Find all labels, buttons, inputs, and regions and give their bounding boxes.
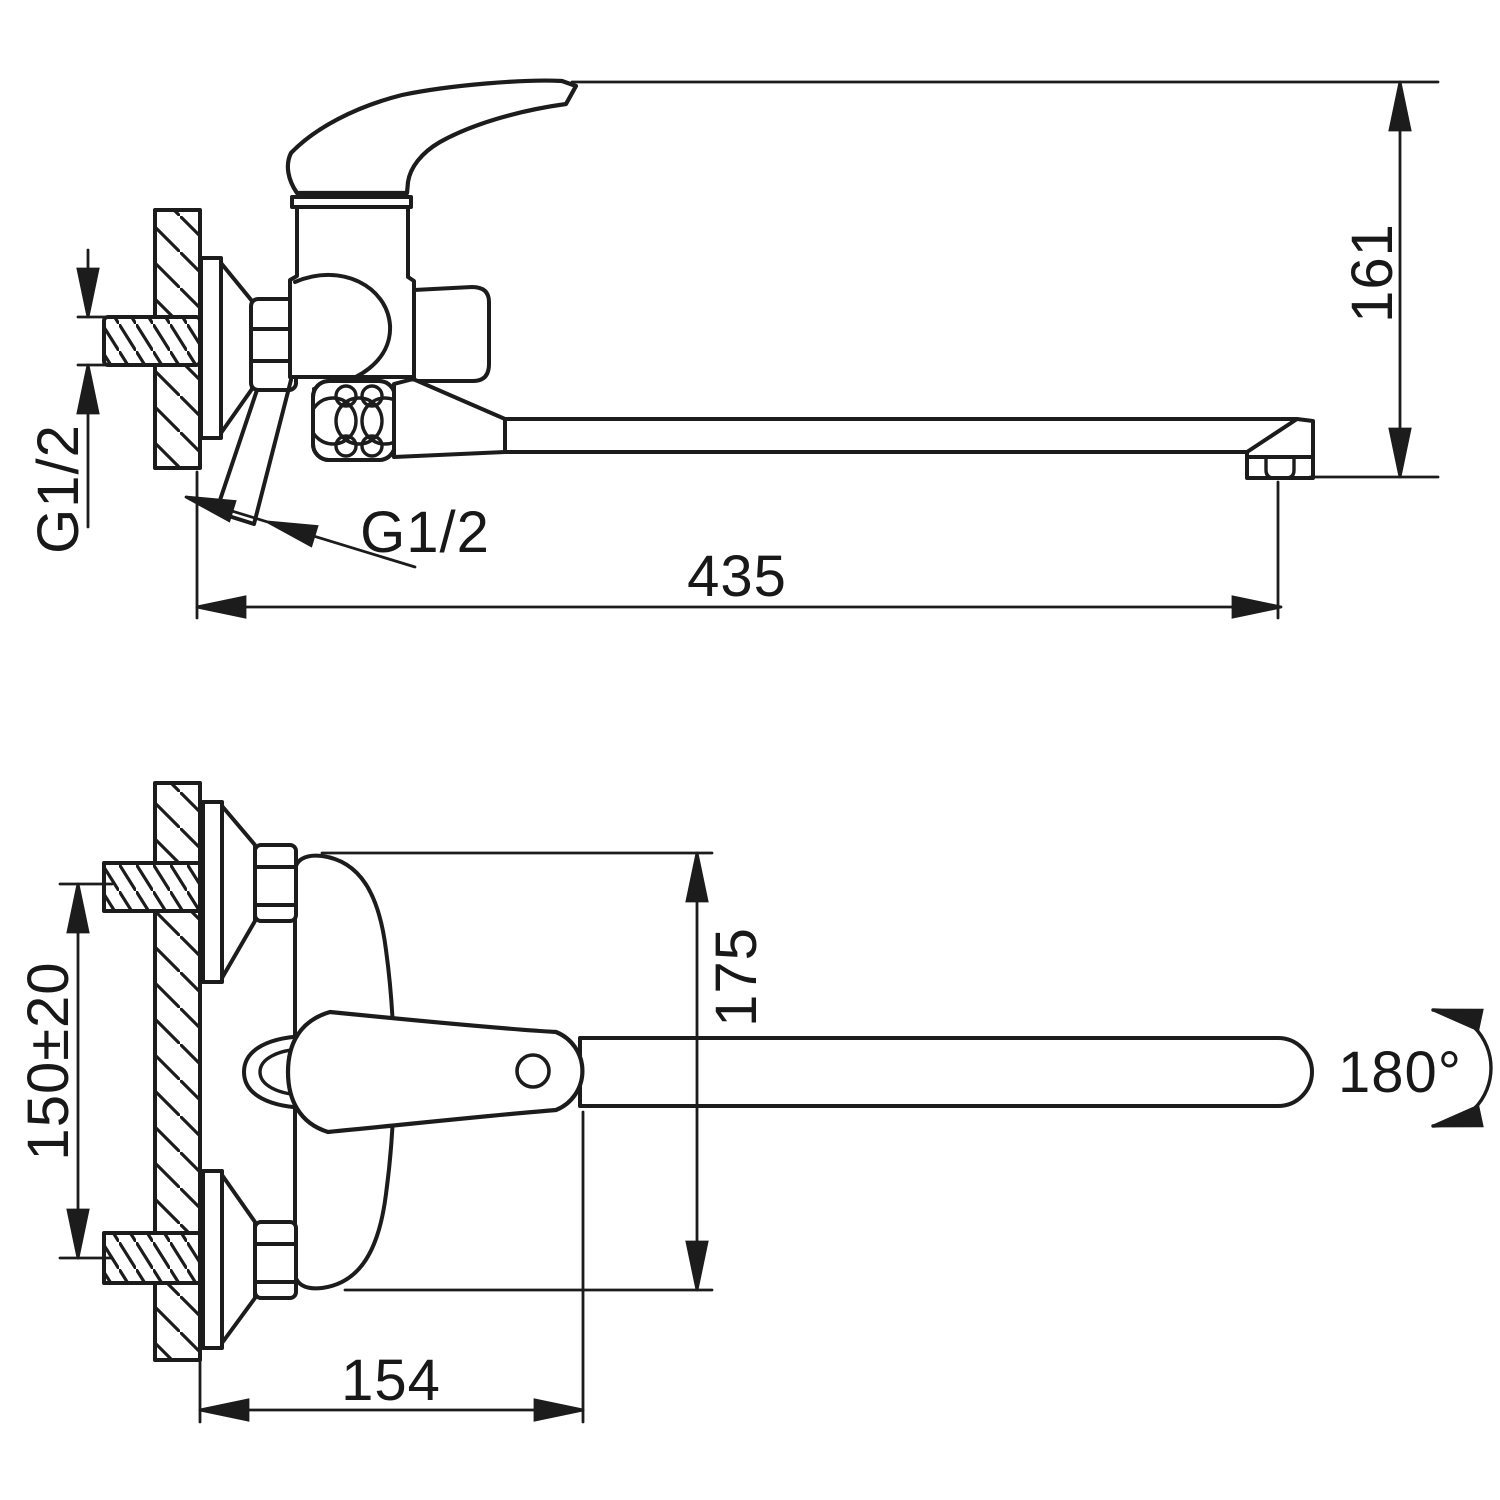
wall-to-handle-label: 154 <box>341 1348 441 1413</box>
dimension-body-span: 175 <box>320 851 769 1292</box>
swivel-angle-label: 180° <box>1338 1040 1462 1105</box>
plan-view <box>102 781 1314 1362</box>
side-view <box>102 78 1315 526</box>
aerator-icon <box>1264 455 1296 480</box>
spout-reach-label: 435 <box>687 544 787 609</box>
dimension-overall-height: 161 <box>570 80 1440 479</box>
escutcheon-plan-top <box>201 800 298 984</box>
dimension-spout-reach: 435 <box>195 470 1283 620</box>
dimension-supply-thread: G1/2 <box>26 248 108 554</box>
escutcheon-plan-bottom <box>201 1169 298 1350</box>
handle-screw-hole <box>515 1053 551 1089</box>
lever-handle-side <box>285 78 579 196</box>
supply-stub-top <box>102 861 202 913</box>
dimension-swivel-angle: 180° <box>1338 998 1493 1138</box>
lever-handle-plan <box>285 1009 585 1135</box>
shower-thread-label: G1/2 <box>360 500 490 565</box>
overall-height-label: 161 <box>1340 223 1405 323</box>
inlet-spacing-label: 150±20 <box>16 961 81 1160</box>
supply-stub-bottom <box>102 1231 202 1285</box>
faucet-body-side <box>288 195 416 391</box>
supply-pipe-icon <box>102 315 202 367</box>
spout-side <box>392 377 1315 480</box>
dimension-inlet-spacing: 150±20 <box>16 882 114 1260</box>
escutcheon-side <box>199 256 298 440</box>
side-view-dimensions: G1/2 G1/2 435 161 <box>26 80 1440 620</box>
dimension-shower-thread: G1/2 <box>181 486 490 569</box>
dimension-wall-to-handle: 154 <box>198 1110 585 1424</box>
supply-thread-label: G1/2 <box>26 424 91 554</box>
body-span-label: 175 <box>704 927 769 1027</box>
spout-plan <box>578 1036 1314 1108</box>
diverter-knob <box>412 285 491 383</box>
plan-view-dimensions: 150±20 175 154 180° <box>16 851 1493 1424</box>
